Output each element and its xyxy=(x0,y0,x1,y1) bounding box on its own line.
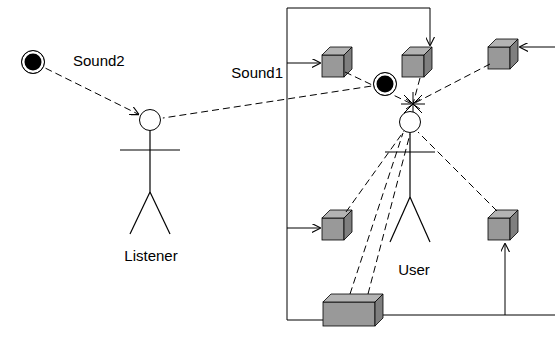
node-label: Sound2 xyxy=(73,53,125,70)
person-head: User xyxy=(399,111,421,133)
sound-rays xyxy=(345,64,497,294)
speaker-cube xyxy=(322,210,352,240)
person-head: Listener xyxy=(139,109,161,131)
wiring xyxy=(287,8,555,320)
base-unit xyxy=(323,294,383,326)
sound-path xyxy=(163,86,371,118)
sound-source: Sound2 xyxy=(21,50,45,74)
node-label: Listener xyxy=(124,248,177,265)
node-label: Sound1 xyxy=(231,65,283,82)
speaker-cube xyxy=(402,47,432,77)
speaker-cube xyxy=(322,47,352,77)
sound-path xyxy=(46,68,139,114)
node-label: User xyxy=(398,262,430,279)
sound-source: Sound1 xyxy=(373,72,397,96)
user-figure xyxy=(385,133,435,242)
listener-figure xyxy=(120,131,180,234)
speaker-cube xyxy=(488,210,518,240)
speaker-cube xyxy=(488,39,518,69)
